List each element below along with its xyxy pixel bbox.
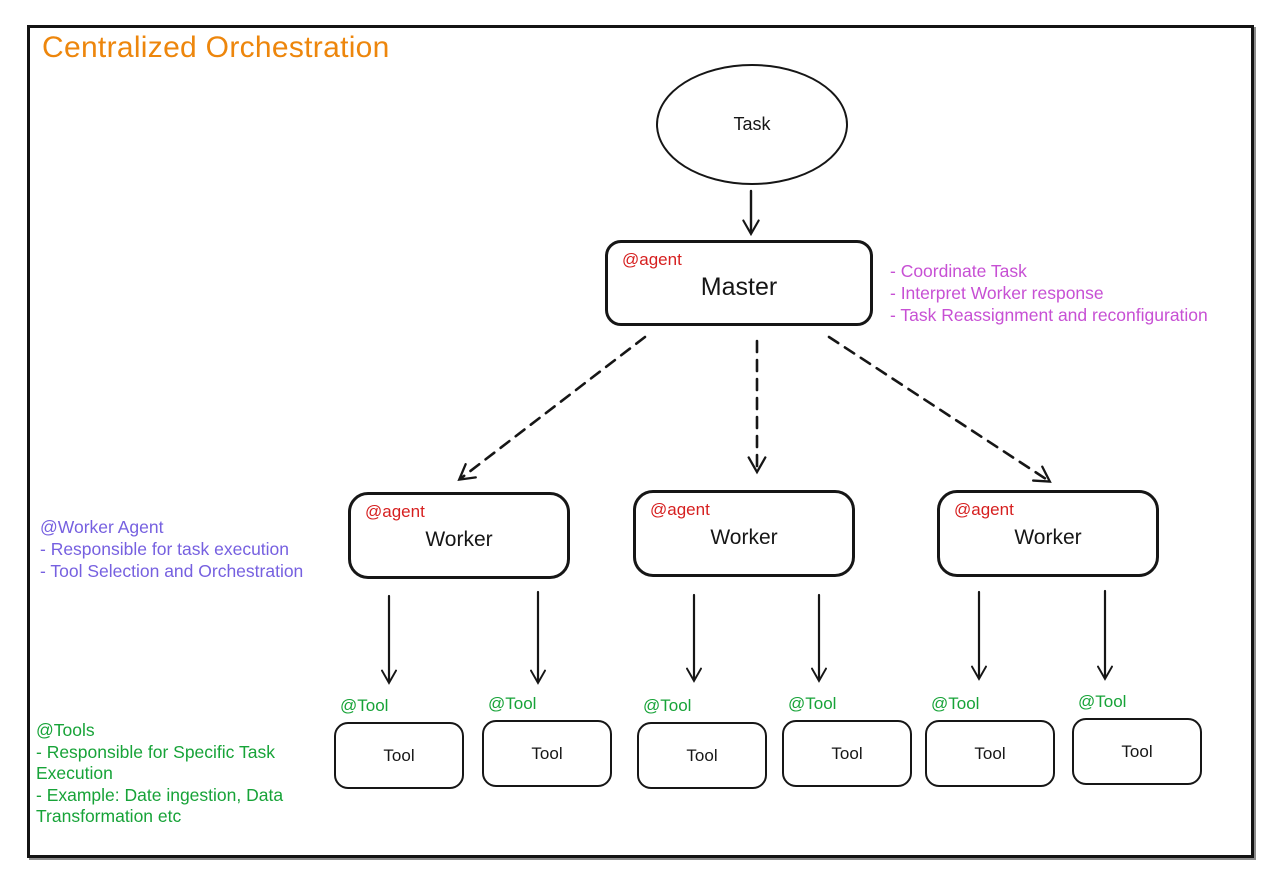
worker-notes-heading: @Worker Agent [40,517,164,537]
tool-tag: @Tool [931,694,980,713]
worker-node-label: Worker [1014,525,1082,549]
task-node-label: Task [733,114,771,134]
master-agent-tag: @agent [622,250,682,269]
tool-unit-3: @Tool Tool [637,696,767,789]
tool-unit-2: @Tool Tool [482,694,612,787]
tool-node-label: Tool [974,743,1006,763]
tool-tag: @Tool [788,694,837,713]
worker-node-label: Worker [710,525,778,549]
master-node: @agent Master [605,240,873,326]
tool-note-line: - Responsible for Specific Task [36,741,275,762]
tool-node-4: Tool [782,720,912,787]
tool-unit-4: @Tool Tool [782,694,912,787]
tool-notes: @Tools - Responsible for Specific Task E… [36,720,283,828]
tool-unit-6: @Tool Tool [1072,692,1202,785]
master-node-label: Master [700,273,778,302]
tool-node-label: Tool [531,743,563,763]
worker-agent-tag: @agent [954,500,1014,519]
master-notes: - Coordinate Task - Interpret Worker res… [890,260,1208,326]
tool-node-1: Tool [334,722,464,789]
tool-node-3: Tool [637,722,767,789]
worker-node-3: @agent Worker [937,490,1159,577]
tool-unit-5: @Tool Tool [925,694,1055,787]
worker-notes: @Worker Agent - Responsible for task exe… [40,516,303,582]
tool-note-line: Execution [36,763,113,783]
task-node: Task [656,64,848,185]
tool-node-2: Tool [482,720,612,787]
master-note-line: - Task Reassignment and reconfiguration [890,305,1208,325]
tool-tag: @Tool [488,694,537,713]
tool-node-label: Tool [831,743,863,763]
diagram-border-frame [27,25,1254,858]
tool-node-label: Tool [686,745,718,765]
tool-note-line: Transformation etc [36,806,182,826]
worker-note-line: - Responsible for task execution [40,539,290,559]
tool-tag: @Tool [340,696,389,715]
tool-node-label: Tool [1121,741,1153,761]
worker-agent-tag: @agent [650,500,710,519]
worker-agent-tag: @agent [365,502,425,521]
master-note-line: - Coordinate Task [890,261,1027,281]
worker-node-label: Worker [425,527,493,551]
worker-node-1: @agent Worker [348,492,570,579]
tool-unit-1: @Tool Tool [334,696,464,789]
tool-tag: @Tool [1078,692,1127,711]
page-title: Centralized Orchestration [42,31,390,64]
tool-node-5: Tool [925,720,1055,787]
tool-note-line: - Example: Date ingestion, Data [36,784,284,805]
master-note-line: - Interpret Worker response [890,283,1104,303]
worker-node-2: @agent Worker [633,490,855,577]
tool-tag: @Tool [643,696,692,715]
tool-node-6: Tool [1072,718,1202,785]
worker-note-line: - Tool Selection and Orchestration [40,561,304,581]
tool-notes-heading: @Tools [36,720,95,740]
tool-node-label: Tool [383,745,415,765]
